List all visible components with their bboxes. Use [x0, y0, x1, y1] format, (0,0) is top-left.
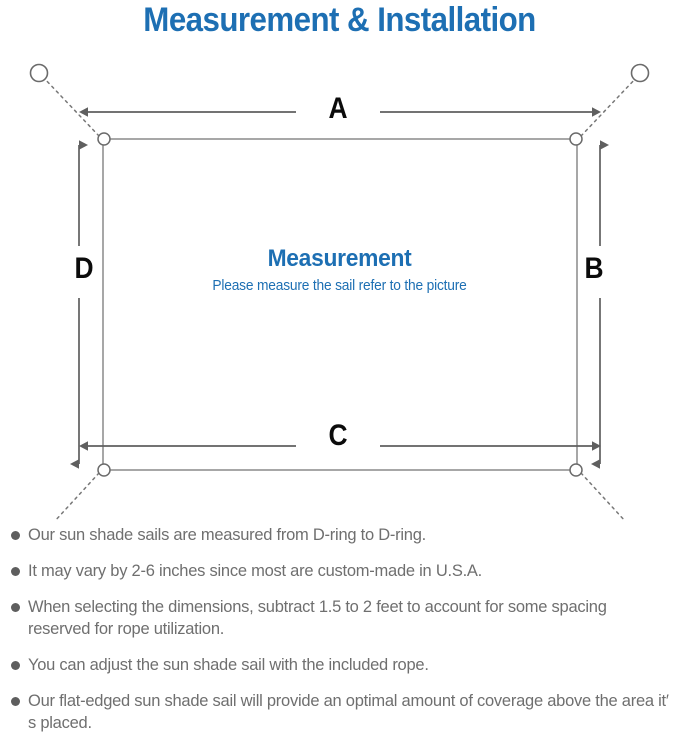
notes-list: Our sun shade sails are measured from D-…	[0, 524, 679, 734]
list-item: Our sun shade sails are measured from D-…	[0, 524, 679, 546]
d-ring-bottom-left	[97, 463, 111, 477]
dimension-label-b: B	[584, 252, 604, 285]
list-item: Our flat-edged sun shade sail will provi…	[0, 690, 679, 734]
dimension-label-c: C	[328, 419, 348, 452]
bullet-icon	[11, 603, 20, 612]
bullet-icon	[11, 531, 20, 540]
list-item: It may vary by 2-6 inches since most are…	[0, 560, 679, 582]
note-text: Our flat-edged sun shade sail will provi…	[28, 692, 669, 732]
note-text: You can adjust the sun shade sail with t…	[28, 656, 429, 674]
anchor-ring-group	[29, 63, 650, 83]
sail-subtitle: Please measure the sail refer to the pic…	[212, 278, 467, 294]
d-ring-group	[97, 132, 583, 477]
note-text: It may vary by 2-6 inches since most are…	[28, 562, 483, 580]
bullet-icon	[11, 697, 20, 706]
sail-title: Measurement	[267, 245, 412, 272]
measurement-diagram: Measurement Please measure the sail refe…	[0, 50, 679, 520]
list-item: You can adjust the sun shade sail with t…	[0, 654, 679, 676]
note-text: When selecting the dimensions, subtract …	[28, 598, 607, 638]
dimension-label-a: A	[328, 92, 348, 125]
d-ring-bottom-right	[569, 463, 583, 477]
sail-outline	[102, 138, 578, 471]
list-item: When selecting the dimensions, subtract …	[0, 596, 679, 640]
note-text: Our sun shade sails are measured from D-…	[28, 526, 426, 544]
page-title: Measurement & Installation	[143, 1, 536, 39]
anchor-ring-top-right	[630, 63, 650, 83]
rope-lines	[42, 76, 638, 520]
bullet-icon	[11, 661, 20, 670]
bullet-icon	[11, 567, 20, 576]
d-ring-top-left	[97, 132, 111, 146]
anchor-ring-top-left	[29, 63, 49, 83]
d-ring-top-right	[569, 132, 583, 146]
dimension-label-d: D	[74, 252, 94, 285]
